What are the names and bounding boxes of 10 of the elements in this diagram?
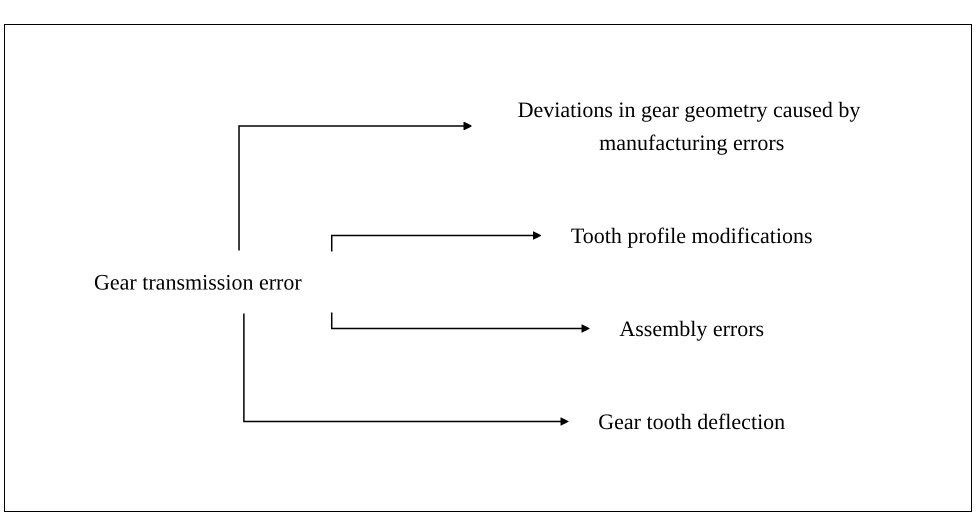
arrow	[243, 314, 569, 426]
node-text: Gear transmission error	[94, 270, 302, 294]
node-text: Assembly errors	[619, 316, 764, 341]
diagram-frame: Gear transmission error Deviations in gear geometry caused by manufacturing errors Tooth profile modifications Assembly errors Gear tooth deflection	[4, 24, 972, 512]
node-text: Gear tooth deflection	[598, 409, 786, 434]
arrow	[238, 122, 472, 250]
node-text: Deviations in gear geometry caused by manufacturing errors	[518, 97, 860, 155]
node-text: Tooth profile modifications	[571, 223, 813, 248]
arrow	[331, 231, 542, 252]
arrow	[331, 312, 590, 333]
